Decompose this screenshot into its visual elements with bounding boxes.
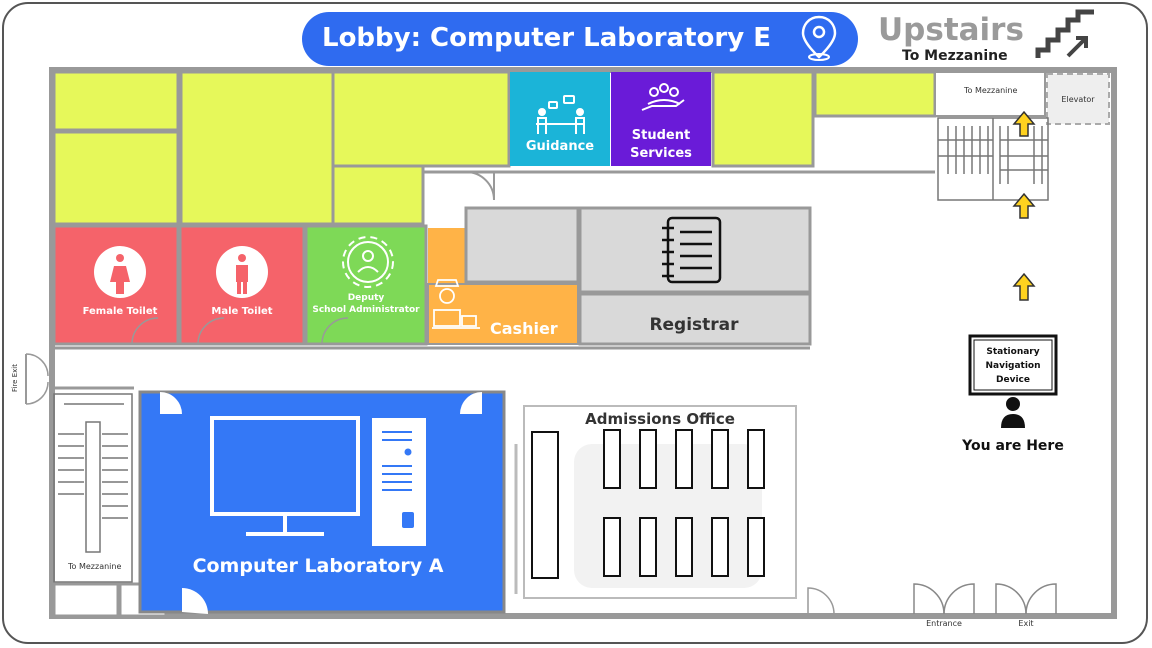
- entrance-label: Entrance: [926, 619, 962, 628]
- to-mezzanine-top-label: To Mezzanine: [963, 86, 1017, 95]
- student-services-label-2: Services: [630, 146, 692, 161]
- entrance-door[interactable]: [913, 583, 975, 615]
- elevator[interactable]: [1046, 73, 1110, 125]
- deputy-label-1: Deputy: [348, 293, 385, 303]
- cashier-icon: [432, 279, 480, 329]
- registrar-label: Registrar: [649, 315, 739, 335]
- room-yellow-7: [813, 70, 937, 118]
- device-line-1: Stationary: [986, 347, 1039, 357]
- direction-arrow-1: [1012, 110, 1036, 137]
- room-cashier-upper: [428, 228, 466, 284]
- room-guidance[interactable]: [510, 72, 610, 166]
- person-icon: [1001, 397, 1025, 428]
- room-yellow-2: [52, 130, 180, 226]
- gear-person-icon: [342, 236, 394, 288]
- student-services-label-1: Student: [632, 128, 690, 143]
- room-yellow-1: [52, 70, 180, 132]
- guidance-label: Guidance: [526, 139, 594, 154]
- title-banner: [302, 12, 858, 66]
- cpu-tower-icon: [372, 418, 426, 546]
- direction-arrow-2: [1012, 192, 1036, 219]
- room-deputy-admin[interactable]: [304, 224, 428, 346]
- room-yellow-6: [711, 70, 815, 168]
- admissions-desks: [603, 429, 765, 577]
- guidance-icon: [536, 95, 585, 134]
- room-yellow-3: [179, 70, 335, 226]
- office-gray-2: [578, 206, 812, 294]
- cashier-label: Cashier: [490, 319, 558, 338]
- upstairs-sublabel: To Mezzanine: [902, 48, 1008, 64]
- room-registrar[interactable]: [578, 292, 812, 346]
- door-arc: [465, 171, 495, 201]
- you-are-here-label: You are Here: [961, 438, 1064, 454]
- room-yellow-5: [331, 164, 425, 226]
- female-icon: [110, 254, 130, 294]
- computer-lab-a-label: Computer Laboratory A: [193, 555, 444, 577]
- exit-door[interactable]: [995, 583, 1057, 615]
- exit-label: Exit: [1018, 619, 1033, 628]
- location-pin-icon: [801, 15, 837, 61]
- staircase-right: [937, 117, 1049, 201]
- male-toilet-label: Male Toilet: [211, 306, 272, 317]
- elevator-label: Elevator: [1061, 95, 1095, 104]
- staircase-left: [53, 393, 133, 583]
- direction-arrow-3: [1012, 272, 1036, 301]
- floor-plan: Upstairs To Mezzanine Guidance: [11, 9, 1117, 628]
- room-computer-lab-a[interactable]: [138, 390, 506, 614]
- to-mezzanine-left-label: To Mezzanine: [67, 562, 121, 571]
- student-services-icon: [641, 83, 685, 111]
- map-title: Lobby: Computer Laboratory E: [322, 23, 771, 53]
- office-gray-1: [464, 206, 580, 284]
- room-yellow-4: [331, 70, 511, 168]
- upstairs-label: Upstairs: [878, 12, 1024, 48]
- male-icon: [236, 254, 248, 294]
- female-toilet-label: Female Toilet: [83, 306, 158, 317]
- notebook-icon: [662, 216, 722, 284]
- admissions-counter: [531, 431, 559, 579]
- device-line-2: Navigation: [985, 361, 1040, 371]
- deputy-label-2: School Administrator: [312, 305, 420, 315]
- device-line-3: Device: [996, 375, 1030, 385]
- monitor-icon: [210, 416, 360, 536]
- stairs-icon: [1035, 9, 1094, 58]
- admissions-label: Admissions Office: [585, 410, 735, 428]
- fire-exit-label: Fire Exit: [11, 364, 19, 392]
- stair-landing-top: [934, 71, 1046, 117]
- admissions-watermark: [574, 444, 762, 588]
